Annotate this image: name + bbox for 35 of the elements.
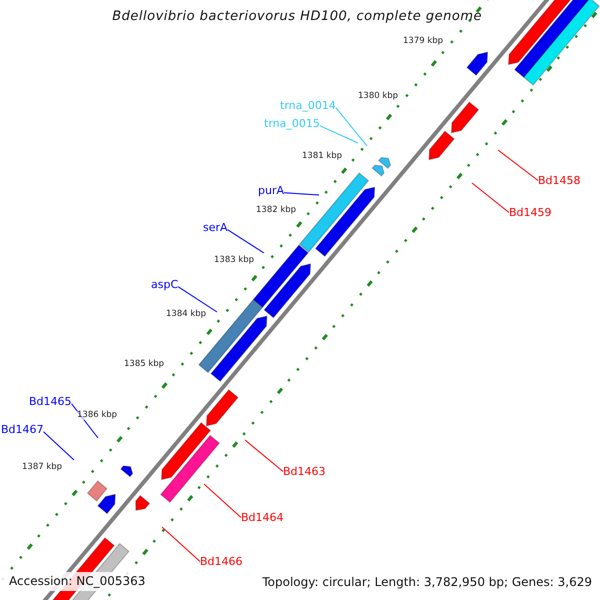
leader-line xyxy=(43,431,74,460)
scale-tick-label: 1387 kbp xyxy=(22,463,62,472)
leader-line xyxy=(227,229,264,254)
scale-tick-label: 1381 kbp xyxy=(302,152,342,160)
leader-line xyxy=(178,286,218,312)
leader-line xyxy=(319,125,358,144)
leader-line xyxy=(204,484,242,518)
genome-summary-text: Topology: circular; Length: 3,782,950 bp; Genes: 3,629 xyxy=(262,576,592,588)
leader-line xyxy=(71,403,98,438)
scale-tick-label: 1382 kbp xyxy=(256,206,296,214)
title: Bdellovibrio bacteriovorus HD100, complete genome xyxy=(112,10,482,23)
gene-label: aspC xyxy=(151,279,178,290)
scale-tick-label: 1380 kbp xyxy=(358,92,398,100)
gene-label: trna_0015 xyxy=(264,118,320,129)
leader-line xyxy=(162,526,200,562)
scale-tick-label: 1385 kbp xyxy=(124,360,164,368)
scale-tick-label: 1384 kbp xyxy=(166,310,206,318)
leader-line xyxy=(498,150,538,181)
leader-line xyxy=(284,192,320,196)
scale-tick-label: 1386 kbp xyxy=(77,411,118,420)
gene-label: Bd1467 xyxy=(1,424,44,435)
scale-tick-label: 1383 kbp xyxy=(214,256,254,264)
gene-label: Bd1463 xyxy=(283,466,326,477)
gene-label: Bd1465 xyxy=(29,396,72,407)
gene-label: Bd1466 xyxy=(200,556,243,567)
leader-line xyxy=(244,440,284,472)
gene-label: Bd1464 xyxy=(241,512,284,523)
scale-tick-label: 1379 kbp xyxy=(403,37,444,46)
gene-label: purA xyxy=(258,185,284,196)
leader-line xyxy=(335,107,368,146)
gene-label: serA xyxy=(203,222,228,233)
gene-label: Bd1459 xyxy=(509,207,552,218)
leader-line xyxy=(472,182,510,213)
gene-label: trna_0014 xyxy=(280,100,336,111)
gene-label: Bd1458 xyxy=(538,175,581,186)
